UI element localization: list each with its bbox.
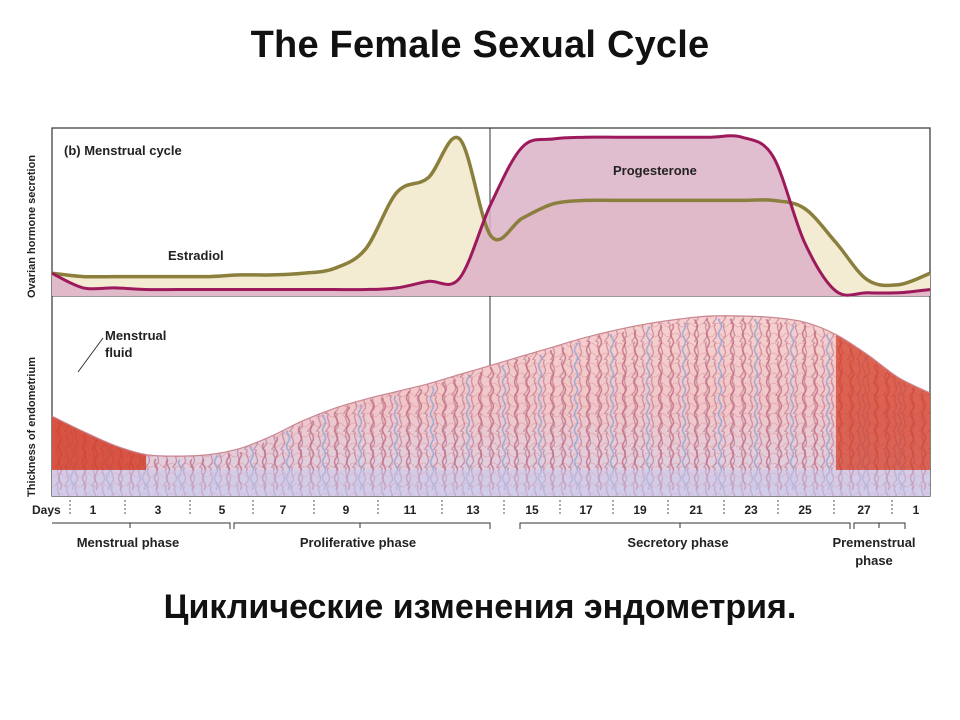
gland-column <box>585 340 591 491</box>
y-axis-title-hormone: Ovarian hormone secretion <box>26 155 38 298</box>
gland-column <box>489 366 495 491</box>
gland-column <box>597 335 603 491</box>
gland-column <box>705 318 711 491</box>
day-label: 3 <box>155 503 162 517</box>
gland-column <box>825 334 831 491</box>
day-label: 5 <box>219 503 226 517</box>
progesterone-curve <box>51 134 931 297</box>
gland-column <box>777 322 783 491</box>
estradiol-label: Estradiol <box>168 248 224 263</box>
day-separators <box>69 500 893 516</box>
day-label: 9 <box>343 503 350 517</box>
gland-column <box>813 330 819 491</box>
proliferative-phase-label: Proliferative phase <box>300 535 416 550</box>
gland-column <box>765 319 771 491</box>
gland-column <box>645 326 651 491</box>
secretory-bracket <box>519 522 851 529</box>
endometrium-layer <box>52 315 930 496</box>
day-label: 15 <box>525 503 539 517</box>
menstrual-phase-label: Menstrual phase <box>77 535 180 550</box>
estradiol-curve <box>51 135 931 288</box>
day-label: 25 <box>798 503 812 517</box>
y-axis-title-endometrium: Thickness of endometrium <box>26 357 38 497</box>
gland-column <box>549 350 555 491</box>
gland-column <box>561 347 567 491</box>
gland-column <box>801 325 807 491</box>
day-label: 21 <box>689 503 703 517</box>
day-label: 13 <box>466 503 480 517</box>
day-label: 19 <box>633 503 647 517</box>
menstrual-fluid-label-2: fluid <box>105 345 132 360</box>
gland-column <box>525 357 531 491</box>
endometrium-surface <box>51 315 931 457</box>
secretory-phase-label: Secretory phase <box>627 535 728 550</box>
gland-column <box>717 318 723 491</box>
menstrual-bracket <box>52 522 231 529</box>
menstrual-blood-left <box>52 412 147 470</box>
day-label: 23 <box>744 503 758 517</box>
gland-column <box>681 322 687 491</box>
days-label: Days <box>32 503 61 517</box>
progesterone-area <box>52 135 930 296</box>
gland-column <box>753 318 759 491</box>
proliferative-bracket <box>233 522 491 529</box>
day-label: 1 <box>90 503 97 517</box>
gland-column <box>741 318 747 491</box>
gland-column <box>693 319 699 491</box>
gland-column <box>621 331 627 491</box>
day-label: 17 <box>579 503 593 517</box>
gland-column <box>513 359 519 491</box>
page-title: The Female Sexual Cycle <box>250 24 710 66</box>
gland-column <box>657 325 663 491</box>
gland-column <box>729 318 735 491</box>
day-label: 11 <box>404 503 417 517</box>
gland-column <box>633 329 639 491</box>
menstrual-fluid-label-1: Menstrual <box>105 328 166 343</box>
menstrual-blood-right <box>835 334 930 470</box>
gland-column <box>501 364 507 491</box>
gland-column <box>669 323 675 491</box>
phase-brackets <box>52 522 906 529</box>
page-subtitle: Циклические изменения эндометрия. <box>163 588 797 626</box>
premenstrual-phase-label-2: phase <box>855 553 893 568</box>
gland-column <box>789 323 795 491</box>
gland-column <box>573 342 579 491</box>
gland-column <box>609 333 615 491</box>
premenstrual-phase-label-1: Premenstrual <box>832 535 915 550</box>
menstrual-fluid-pointer <box>77 337 104 373</box>
day-label: 1 <box>913 503 920 517</box>
gland-column <box>537 354 543 491</box>
panel-label: (b) Menstrual cycle <box>64 143 182 158</box>
day-label: 7 <box>280 503 287 517</box>
progesterone-label: Progesterone <box>613 163 697 178</box>
day-label: 27 <box>857 503 871 517</box>
